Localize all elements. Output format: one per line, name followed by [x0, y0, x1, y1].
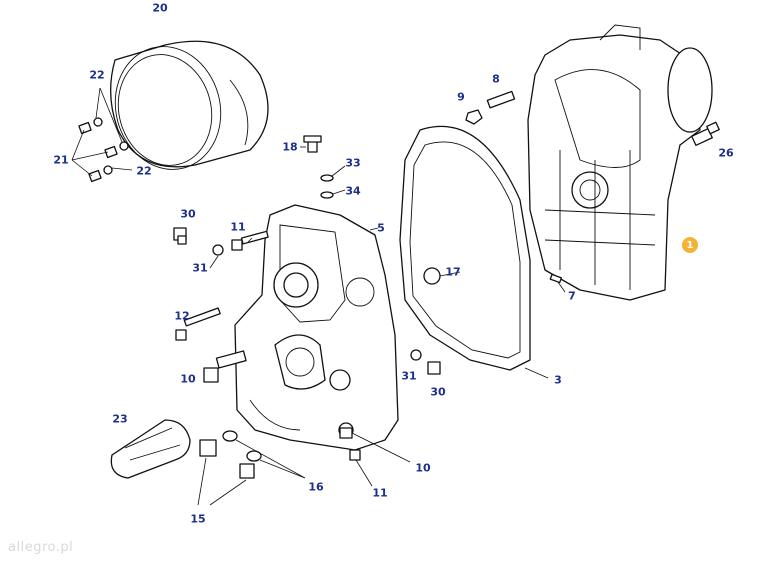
gasket-part-3: [399, 125, 549, 379]
leader-33: [331, 165, 346, 177]
small-parts-18-33-34: [300, 135, 334, 199]
plug-washer-30-31-left: [173, 227, 224, 269]
callout-34: 34: [345, 184, 361, 198]
leader-34: [332, 189, 346, 195]
callout-30-left: 30: [180, 207, 196, 221]
plugs-part-15: [197, 439, 255, 506]
callout-22-upper: 22: [89, 68, 105, 82]
callout-9: 9: [457, 90, 465, 104]
callout-20: 20: [152, 1, 168, 15]
callout-3: 3: [554, 373, 562, 387]
callout-31-left: 31: [192, 261, 208, 275]
leader-17: [439, 271, 461, 277]
orings-part-16: [222, 430, 306, 479]
callout-31-right: 31: [401, 369, 417, 383]
callout-16: 16: [308, 480, 324, 494]
plug-washer-30-31-right: [410, 349, 441, 375]
screws-21-22: [71, 87, 133, 183]
bolts-10-11-lower: [339, 427, 411, 487]
callout-33: 33: [345, 156, 361, 170]
watermark-logo: allegro.pl: [8, 540, 74, 555]
front-housing-part-5: [234, 204, 399, 451]
callout-21: 21: [53, 153, 69, 167]
callout-7: 7: [568, 289, 576, 303]
bolt-part-11-upper: [231, 230, 269, 251]
main-housing-part-1: [527, 24, 713, 301]
leader-7: [557, 281, 566, 293]
dowel-part-7: [549, 273, 563, 284]
callout-30-right: 30: [430, 385, 446, 399]
callout-1-badge: 1: [682, 237, 698, 253]
callout-8: 8: [492, 72, 500, 86]
callout-10-lower: 10: [415, 461, 431, 475]
callout-22-lower: 22: [136, 164, 152, 178]
callout-11-lower: 11: [372, 486, 388, 500]
leader-11-upper: [247, 237, 253, 243]
bolt-part-12: [175, 307, 221, 341]
callout-23: 23: [112, 412, 128, 426]
callout-12: 12: [174, 309, 190, 323]
pin-and-nut-8-9: [465, 90, 516, 125]
callout-18: 18: [282, 140, 298, 154]
callout-15: 15: [190, 512, 206, 526]
callout-11-upper: 11: [230, 220, 246, 234]
sensor-part-26: [691, 121, 720, 146]
callout-10-left: 10: [180, 372, 196, 386]
sleeve-part-20: [110, 40, 269, 170]
cone-part-23: [110, 419, 191, 479]
bolt-part-10-left: [203, 350, 247, 383]
callout-17: 17: [445, 265, 461, 279]
callout-5: 5: [377, 221, 385, 235]
callout-26: 26: [718, 146, 734, 160]
